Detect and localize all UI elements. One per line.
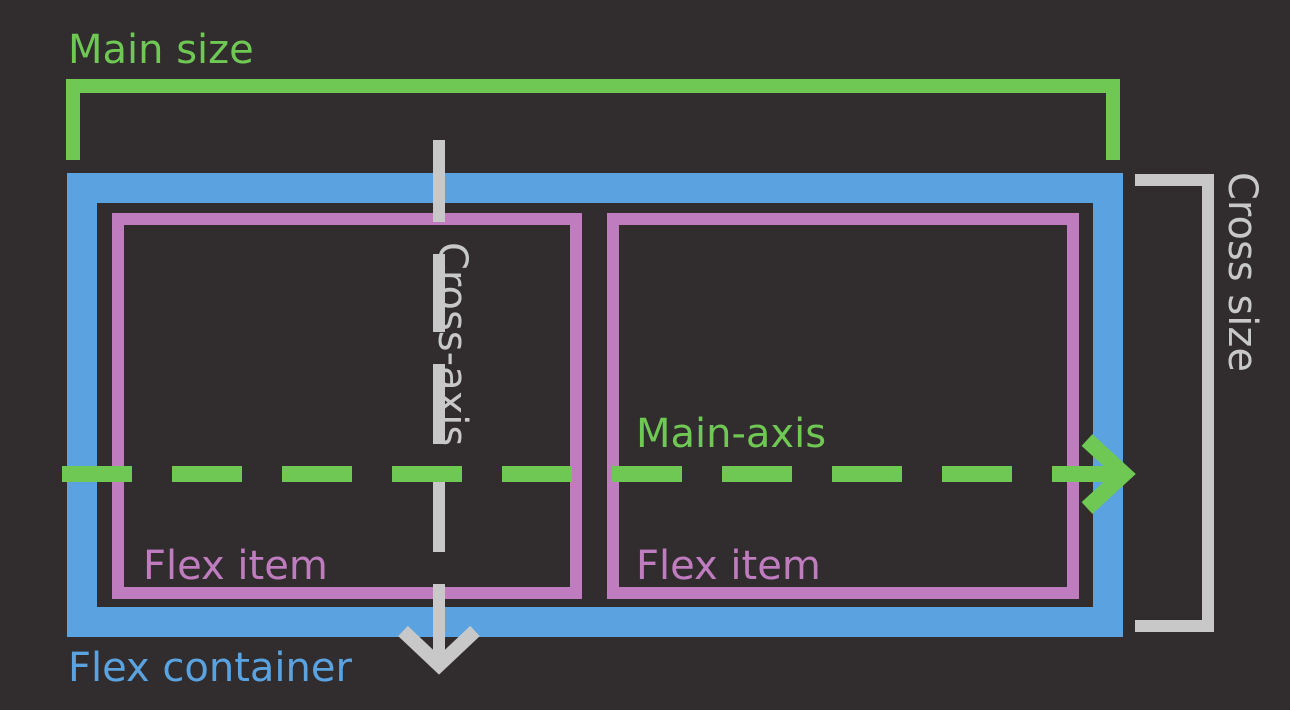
flex-item-box-2 [607, 213, 1079, 599]
main-axis-label: Main-axis [636, 411, 827, 457]
flex-container-label: Flex container [68, 645, 352, 691]
flex-item-label-2: Flex item [636, 543, 821, 589]
main-axis-arrowhead [1081, 434, 1136, 514]
flex-container-box [67, 173, 1123, 637]
main-size-label: Main size [68, 27, 254, 73]
cross-size-label: Cross size [1219, 172, 1265, 372]
cross-size-bracket [1135, 174, 1214, 632]
cross-axis-arrowhead [398, 625, 480, 675]
flex-item-box-1 [112, 213, 582, 599]
cross-axis-label: Cross-axis [429, 242, 475, 447]
main-size-bracket [66, 79, 1120, 160]
flex-item-label-1: Flex item [143, 543, 328, 589]
